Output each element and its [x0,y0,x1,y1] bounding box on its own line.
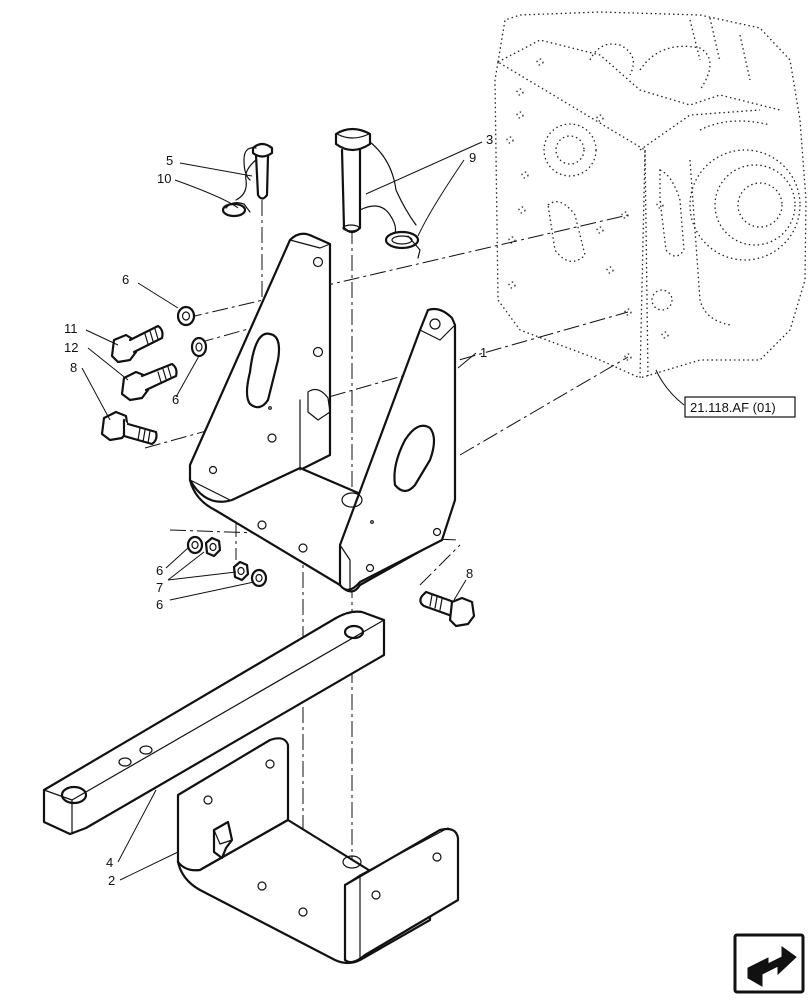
callout-4: 4 [106,855,113,870]
next-page-arrow-icon[interactable] [733,933,805,994]
bolt-lower [120,362,178,402]
callout-12: 12 [64,340,78,355]
lynch-pin [384,230,421,259]
callout-10: 10 [157,171,171,186]
reference-label: 21.118.AF (01) [690,400,776,415]
callout-11: 11 [64,321,78,336]
callout-9: 9 [469,150,476,165]
bolt-right [419,590,476,628]
callout-3: 3 [486,132,493,147]
callout-labels: 5 10 3 9 6 6 11 12 8 1 6 7 6 8 4 2 [64,132,493,888]
callout-7: 7 [156,580,163,595]
washer-upper [176,305,196,327]
callout-5: 5 [166,153,173,168]
callout-8-right: 8 [466,566,473,581]
callout-2: 2 [108,873,115,888]
bolt-upper [110,324,164,364]
callout-6-middle: 6 [172,392,179,407]
bolt-left [100,410,158,446]
leader-lines [81,141,685,881]
mounting-bracket [188,232,457,593]
drawbar [42,610,386,836]
callout-8-left: 8 [70,360,77,375]
transmission-housing [494,11,807,379]
reference-box[interactable]: 21.118.AF (01) [684,396,796,418]
callout-6-lower-a: 6 [156,563,163,578]
alignment-lines [144,200,629,915]
lower-washers-nuts [186,535,268,588]
callout-6-lower-b: 6 [156,597,163,612]
small-clevis-pin [235,142,274,201]
callout-1: 1 [480,345,487,360]
linch-pin [221,202,251,218]
large-clevis-pin [334,127,417,239]
washer-middle [190,336,208,358]
drawbar-support [176,737,460,965]
callout-6-upper: 6 [122,272,129,287]
